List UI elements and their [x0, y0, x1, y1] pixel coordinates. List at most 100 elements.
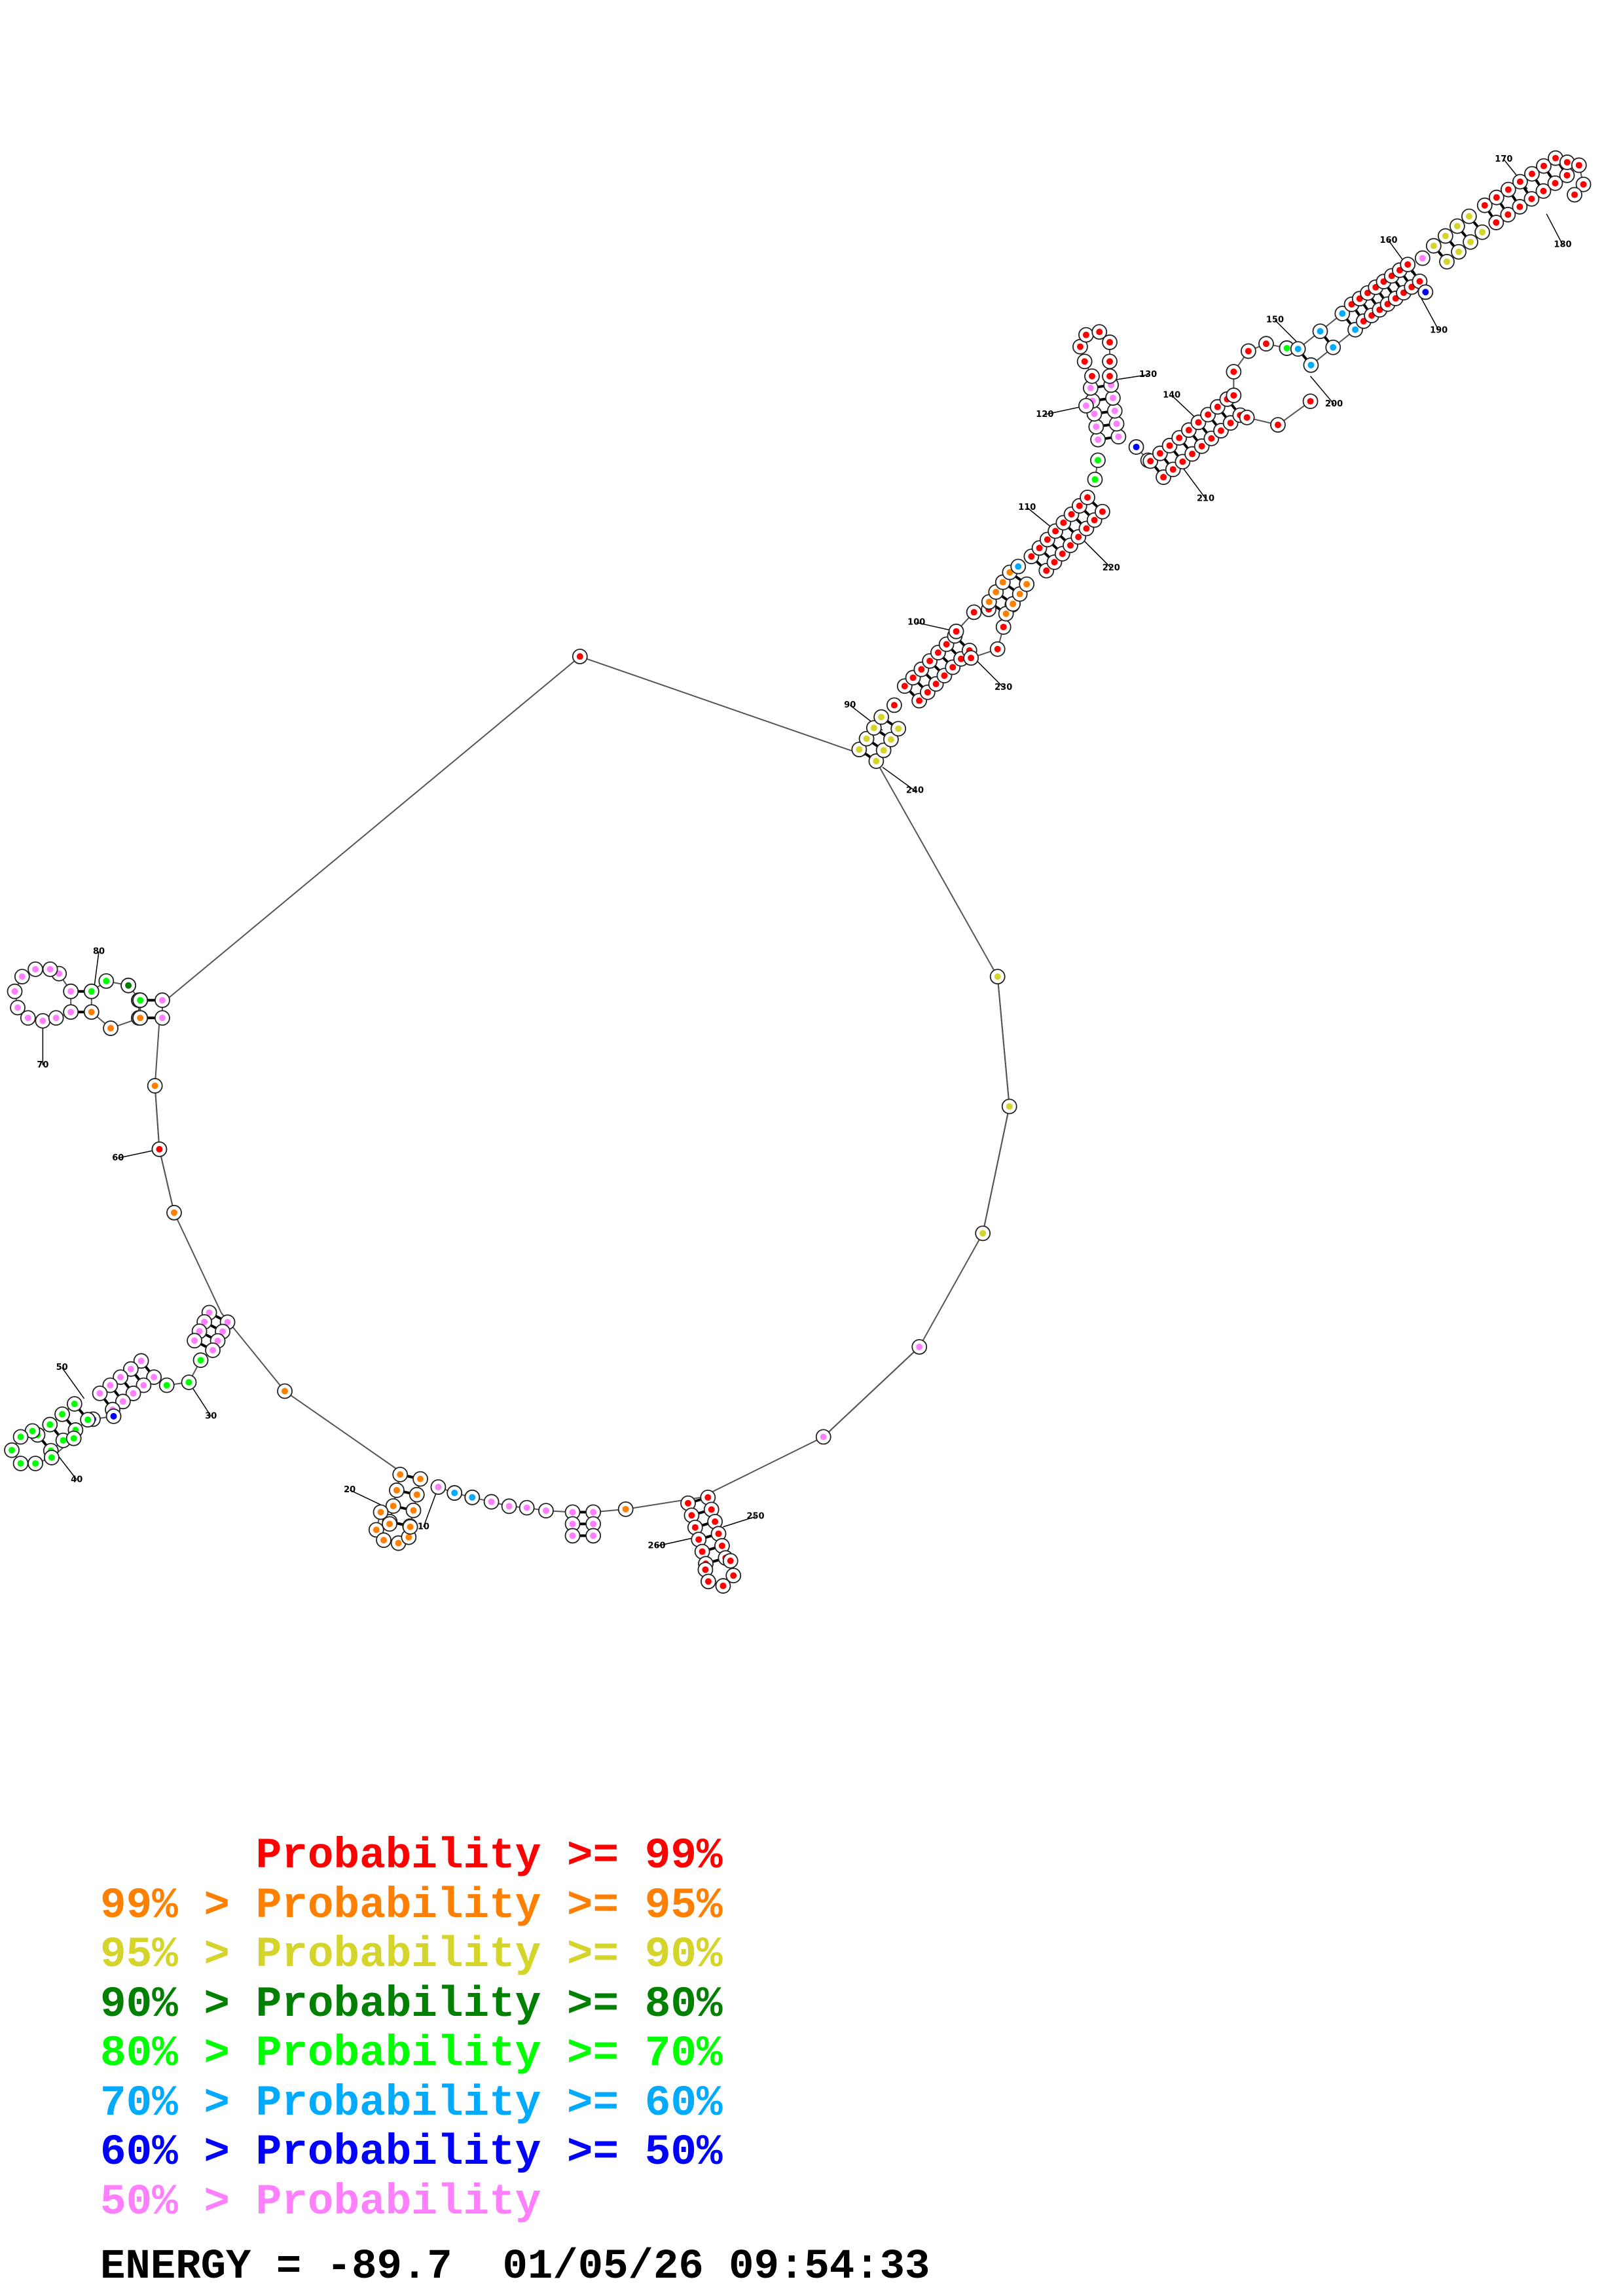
backbone-line	[91, 980, 141, 1001]
nucleotide-probability-mark	[1043, 567, 1050, 574]
position-label: 190	[1430, 325, 1448, 335]
nucleotide-probability-mark	[1422, 289, 1429, 296]
nucleotide-probability-mark	[590, 1520, 597, 1528]
nucleotide-probability-mark	[185, 1378, 192, 1386]
nucleotide-probability-mark	[1479, 228, 1486, 236]
nucleotide-probability-mark	[1106, 338, 1114, 346]
nucleotide-probability-mark	[1195, 419, 1202, 426]
nucleotide-probability-mark	[210, 1346, 217, 1354]
position-leader-line	[94, 951, 100, 986]
nucleotide-probability-mark	[1088, 372, 1095, 380]
nucleotide-probability-mark	[979, 1230, 987, 1237]
legend-line-70: 80% > Probability >= 70%	[100, 2029, 723, 2078]
legend-line-95: 99% > Probability >= 95%	[100, 1881, 723, 1930]
nucleotide-probability-mark	[916, 697, 923, 704]
nucleotide-probability-mark	[576, 653, 583, 660]
position-leader-line	[1546, 213, 1563, 245]
nucleotide-probability-mark	[1262, 340, 1269, 348]
nucleotide-probability-mark	[395, 1539, 402, 1547]
nucleotide-probability-mark	[1453, 223, 1461, 230]
position-leader-line	[62, 1367, 85, 1399]
nucleotide-probability-mark	[24, 1014, 31, 1022]
nucleotide-probability-mark	[1179, 458, 1186, 465]
nucleotide-probability-mark	[932, 680, 939, 687]
nucleotide-probability-mark	[1516, 178, 1523, 185]
nucleotide-probability-mark	[84, 1416, 92, 1424]
nucleotide-probability-mark	[117, 1374, 124, 1381]
nucleotide-probability-mark	[70, 1435, 77, 1442]
position-label: 40	[71, 1475, 82, 1484]
nucleotide-probability-mark	[39, 1017, 46, 1024]
nucleotide-probability-mark	[1227, 420, 1234, 427]
nucleotide-probability-mark	[985, 598, 993, 605]
nucleotide-probability-mark	[1106, 358, 1114, 365]
nucleotide-probability-mark	[727, 1557, 734, 1564]
nucleotide-probability-mark	[1416, 278, 1423, 285]
nucleotide-probability-mark	[107, 1025, 115, 1032]
nucleotide-probability-mark	[887, 736, 894, 743]
nucleotide-probability-mark	[691, 1524, 699, 1531]
nucleotide-probability-mark	[1000, 623, 1007, 630]
nucleotide-probability-mark	[1465, 213, 1472, 220]
nucleotide-probability-mark	[1006, 1103, 1013, 1110]
position-label: 260	[647, 1541, 665, 1551]
nucleotide-probability-mark	[1083, 525, 1090, 532]
position-leader-line	[1081, 538, 1112, 569]
nucleotide-probability-mark	[1230, 392, 1237, 399]
nucleotide-probability-mark	[1283, 344, 1290, 351]
nucleotide-probability-mark	[718, 1542, 725, 1549]
position-leader-line	[974, 657, 1004, 688]
nucleotide-probability-mark	[1493, 194, 1500, 201]
nucleotide-probability-mark	[523, 1504, 530, 1511]
nucleotide-probability-mark	[699, 1548, 706, 1555]
nucleotide-probability-mark	[1217, 427, 1224, 435]
nucleotide-probability-mark	[170, 1209, 177, 1216]
nucleotide-probability-mark	[1081, 358, 1088, 365]
nucleotide-probability-mark	[156, 1145, 163, 1153]
nucleotide-probability-mark	[1504, 211, 1512, 218]
nucleotide-probability-mark	[684, 1499, 691, 1507]
nucleotide-probability-mark	[1075, 533, 1082, 541]
nucleotide-probability-mark	[137, 1357, 145, 1365]
nucleotide-probability-mark	[1198, 442, 1205, 450]
nucleotide-probability-mark	[1571, 191, 1578, 198]
nucleotide-probability-mark	[941, 672, 948, 679]
position-label: 200	[1325, 399, 1343, 409]
nucleotide-probability-mark	[730, 1572, 737, 1579]
backbone-line	[221, 1312, 402, 1473]
nucleotide-probability-mark	[206, 1309, 213, 1316]
nucleotide-probability-mark	[1481, 202, 1488, 209]
nucleotide-probability-mark	[1016, 590, 1023, 598]
nucleotide-probability-mark	[1094, 457, 1101, 464]
position-label: 220	[1103, 563, 1120, 573]
nucleotide-probability-mark	[1274, 422, 1281, 429]
nucleotide-probability-mark	[60, 1437, 67, 1444]
nucleotide-probability-mark	[1093, 423, 1100, 430]
legend-line-99: Probability >= 99%	[100, 1831, 723, 1880]
nucleotide-probability-mark	[1115, 433, 1122, 440]
nucleotide-probability-mark	[1076, 502, 1083, 509]
nucleotide-probability-mark	[130, 1390, 137, 1397]
position-leader-line	[1180, 464, 1207, 499]
nucleotide-probability-mark	[542, 1507, 549, 1515]
position-label: 90	[844, 700, 856, 710]
nucleotide-probability-mark	[197, 1357, 204, 1364]
position-leader-line	[882, 766, 915, 791]
nucleotide-probability-mark	[32, 1460, 39, 1467]
nucleotide-probability-mark	[137, 1014, 144, 1022]
position-leader-line	[723, 1516, 756, 1528]
nucleotide-probability-mark	[1106, 372, 1114, 380]
legend-line-50: 60% > Probability >= 50%	[100, 2128, 723, 2177]
energy-timestamp: ENERGY = -89.7 01/05/26 09:54:33	[100, 2244, 930, 2291]
position-label: 80	[93, 946, 105, 956]
position-leader-line	[349, 1489, 381, 1505]
position-label: 120	[1036, 410, 1053, 420]
nucleotide-probability-mark	[863, 735, 870, 742]
nucleotide-probability-mark	[1091, 410, 1098, 418]
nucleotide-probability-mark	[1095, 436, 1102, 443]
nucleotide-probability-mark	[59, 1410, 66, 1418]
nucleotide-probability-mark	[1176, 434, 1183, 441]
nucleotide-probability-mark	[1540, 187, 1547, 194]
nucleotide-probability-mark	[1455, 248, 1463, 255]
nucleotide-probability-mark	[590, 1532, 597, 1539]
